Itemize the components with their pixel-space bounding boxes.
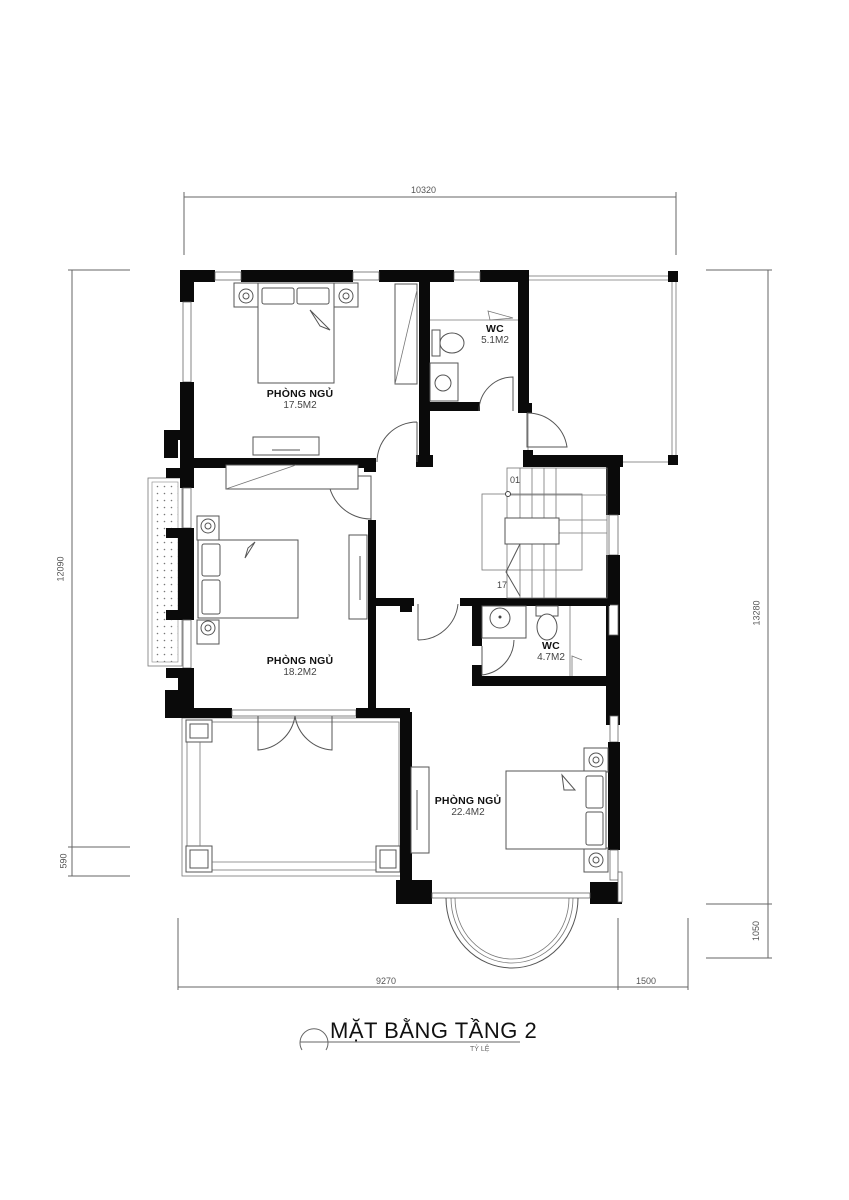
dimension-lines — [68, 192, 772, 990]
room-name: WC — [486, 323, 504, 335]
dim-top-total: 10320 — [411, 185, 437, 195]
title-decoration — [299, 1028, 520, 1051]
room-area: 4.7M2 — [537, 652, 565, 663]
bed-bedroom-1 — [233, 282, 418, 456]
room-label-wc-2: WC 4.7M2 — [526, 640, 576, 663]
stair — [481, 467, 608, 599]
dim-bottom-small: 1500 — [636, 976, 657, 986]
room-label-wc-1: WC 5.1M2 — [470, 323, 520, 346]
dim-left-main: 12090 — [55, 556, 66, 582]
dim-right-main: 13280 — [751, 600, 762, 626]
room-name: PHÒNG NGỦ — [434, 795, 502, 807]
stair-start-number: 01 — [510, 475, 521, 485]
left-planter — [147, 477, 183, 667]
terrace-top-right — [527, 271, 678, 465]
balcony-bottom-left — [181, 715, 405, 877]
scale-label: TỶ LỆ — [470, 1046, 490, 1053]
wc1-fixtures — [429, 310, 518, 402]
dim-bottom-main: 9270 — [376, 976, 397, 986]
room-label-bedroom-3: PHÒNG NGỦ 22.4M2 — [418, 795, 518, 818]
room-label-bedroom-2: PHÒNG NGỦ 18.2M2 — [250, 655, 350, 678]
room-name: PHÒNG NGỦ — [266, 655, 334, 667]
walls — [164, 270, 623, 904]
room-name: WC — [542, 640, 560, 652]
drawing-title: MẶT BẰNG TẦNG 2 — [330, 1018, 538, 1043]
room-label-bedroom-1: PHÒNG NGỦ 17.5M2 — [250, 388, 350, 411]
bed-bedroom-3 — [410, 747, 609, 873]
bed-bedroom-2 — [196, 464, 368, 645]
dim-right-small: 1050 — [751, 920, 762, 942]
stair-end-number: 17 — [497, 580, 508, 590]
room-area: 5.1M2 — [481, 335, 509, 346]
room-area: 17.5M2 — [283, 400, 317, 411]
room-area: 18.2M2 — [283, 667, 317, 678]
wc2-fixtures — [481, 605, 583, 676]
dim-left-small: 590 — [58, 853, 69, 869]
room-name: PHÒNG NGỦ — [266, 388, 334, 400]
room-area: 22.4M2 — [451, 807, 485, 818]
bay-window — [445, 897, 579, 969]
